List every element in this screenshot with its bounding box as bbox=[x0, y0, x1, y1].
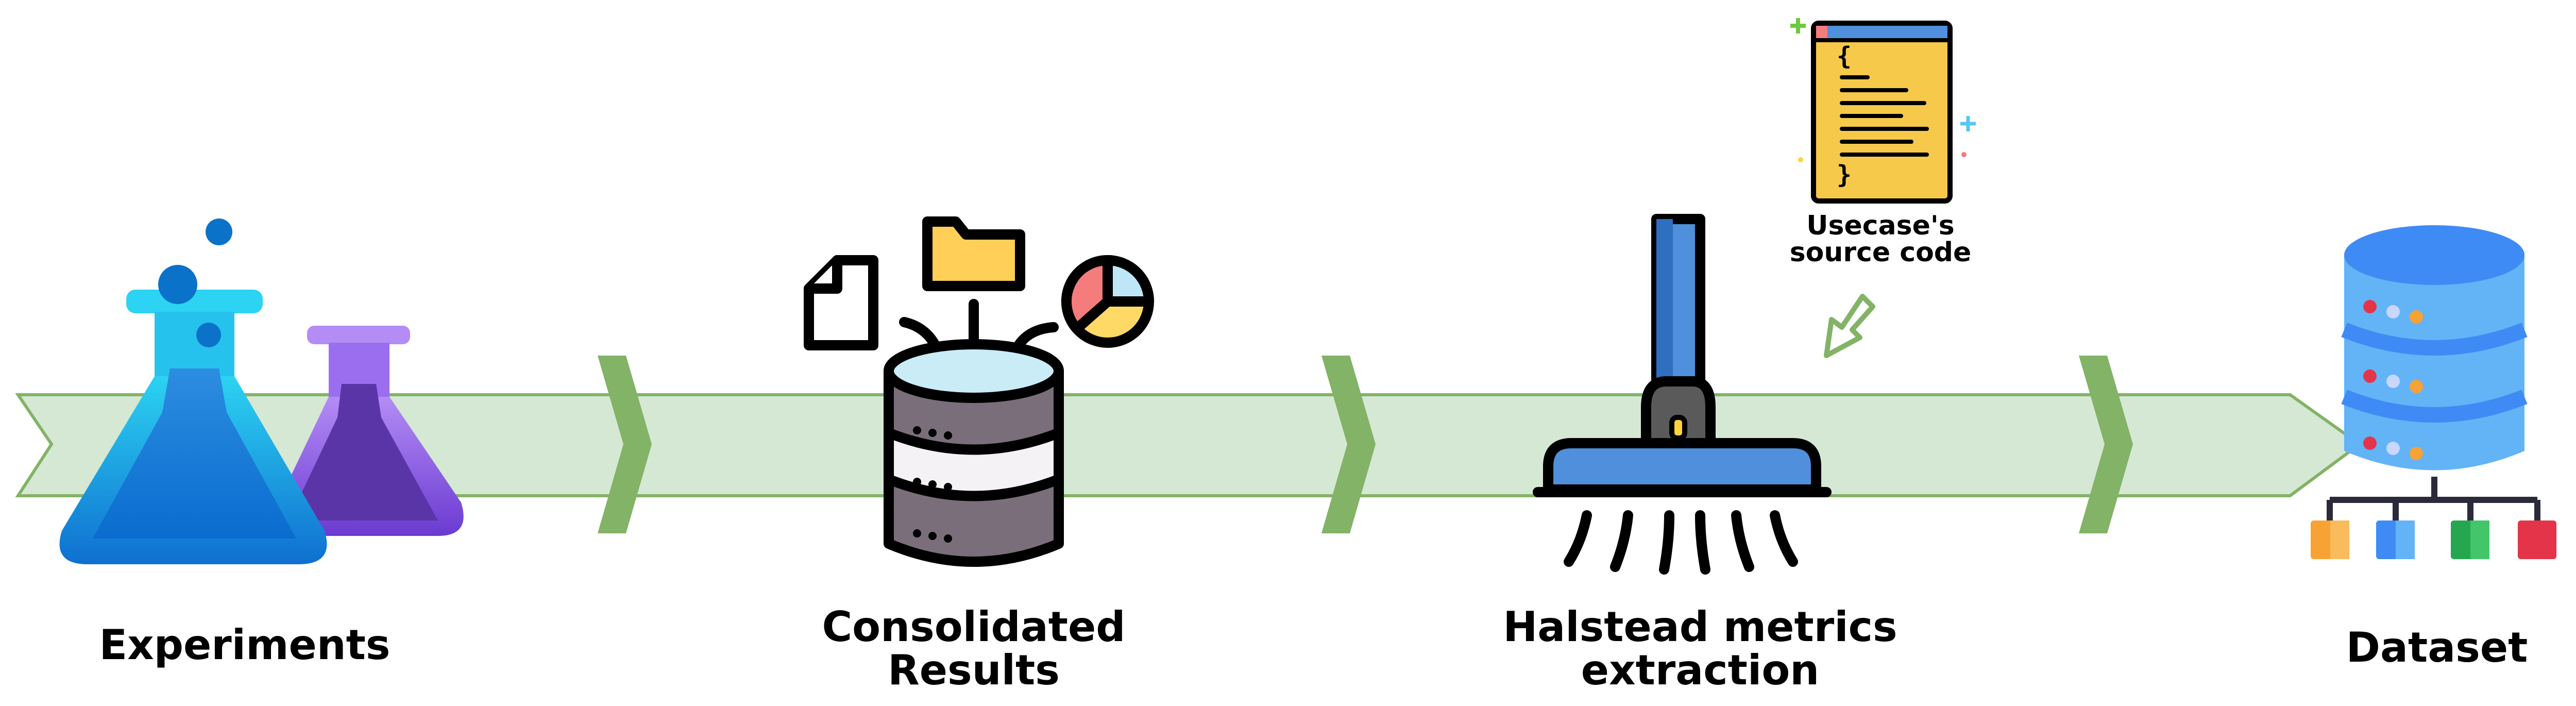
sparkle-icon bbox=[1790, 18, 1976, 162]
chevron-icon bbox=[2079, 356, 2133, 533]
stage-label-experiments: Experiments bbox=[99, 621, 391, 669]
stage-label-dataset: Dataset bbox=[2346, 624, 2528, 671]
source-code-label: Usecase's source code bbox=[1789, 210, 1972, 268]
arrow-down-left-icon bbox=[1824, 294, 1875, 358]
svg-text:{: { bbox=[1837, 42, 1852, 71]
svg-text:}: } bbox=[1837, 160, 1852, 189]
code-file-icon: { } bbox=[1790, 18, 1976, 204]
database-documents-icon bbox=[804, 216, 1154, 567]
flask-icon bbox=[59, 218, 464, 564]
chevron-icon bbox=[1321, 356, 1376, 533]
chevron-icon bbox=[598, 356, 652, 533]
stage-label-consolidated: Consolidated Results bbox=[822, 603, 1126, 694]
database-tree-icon bbox=[2311, 225, 2556, 559]
vacuum-extractor-icon bbox=[1533, 214, 1832, 575]
stage-label-halstead: Halstead metrics extraction bbox=[1503, 603, 1897, 694]
